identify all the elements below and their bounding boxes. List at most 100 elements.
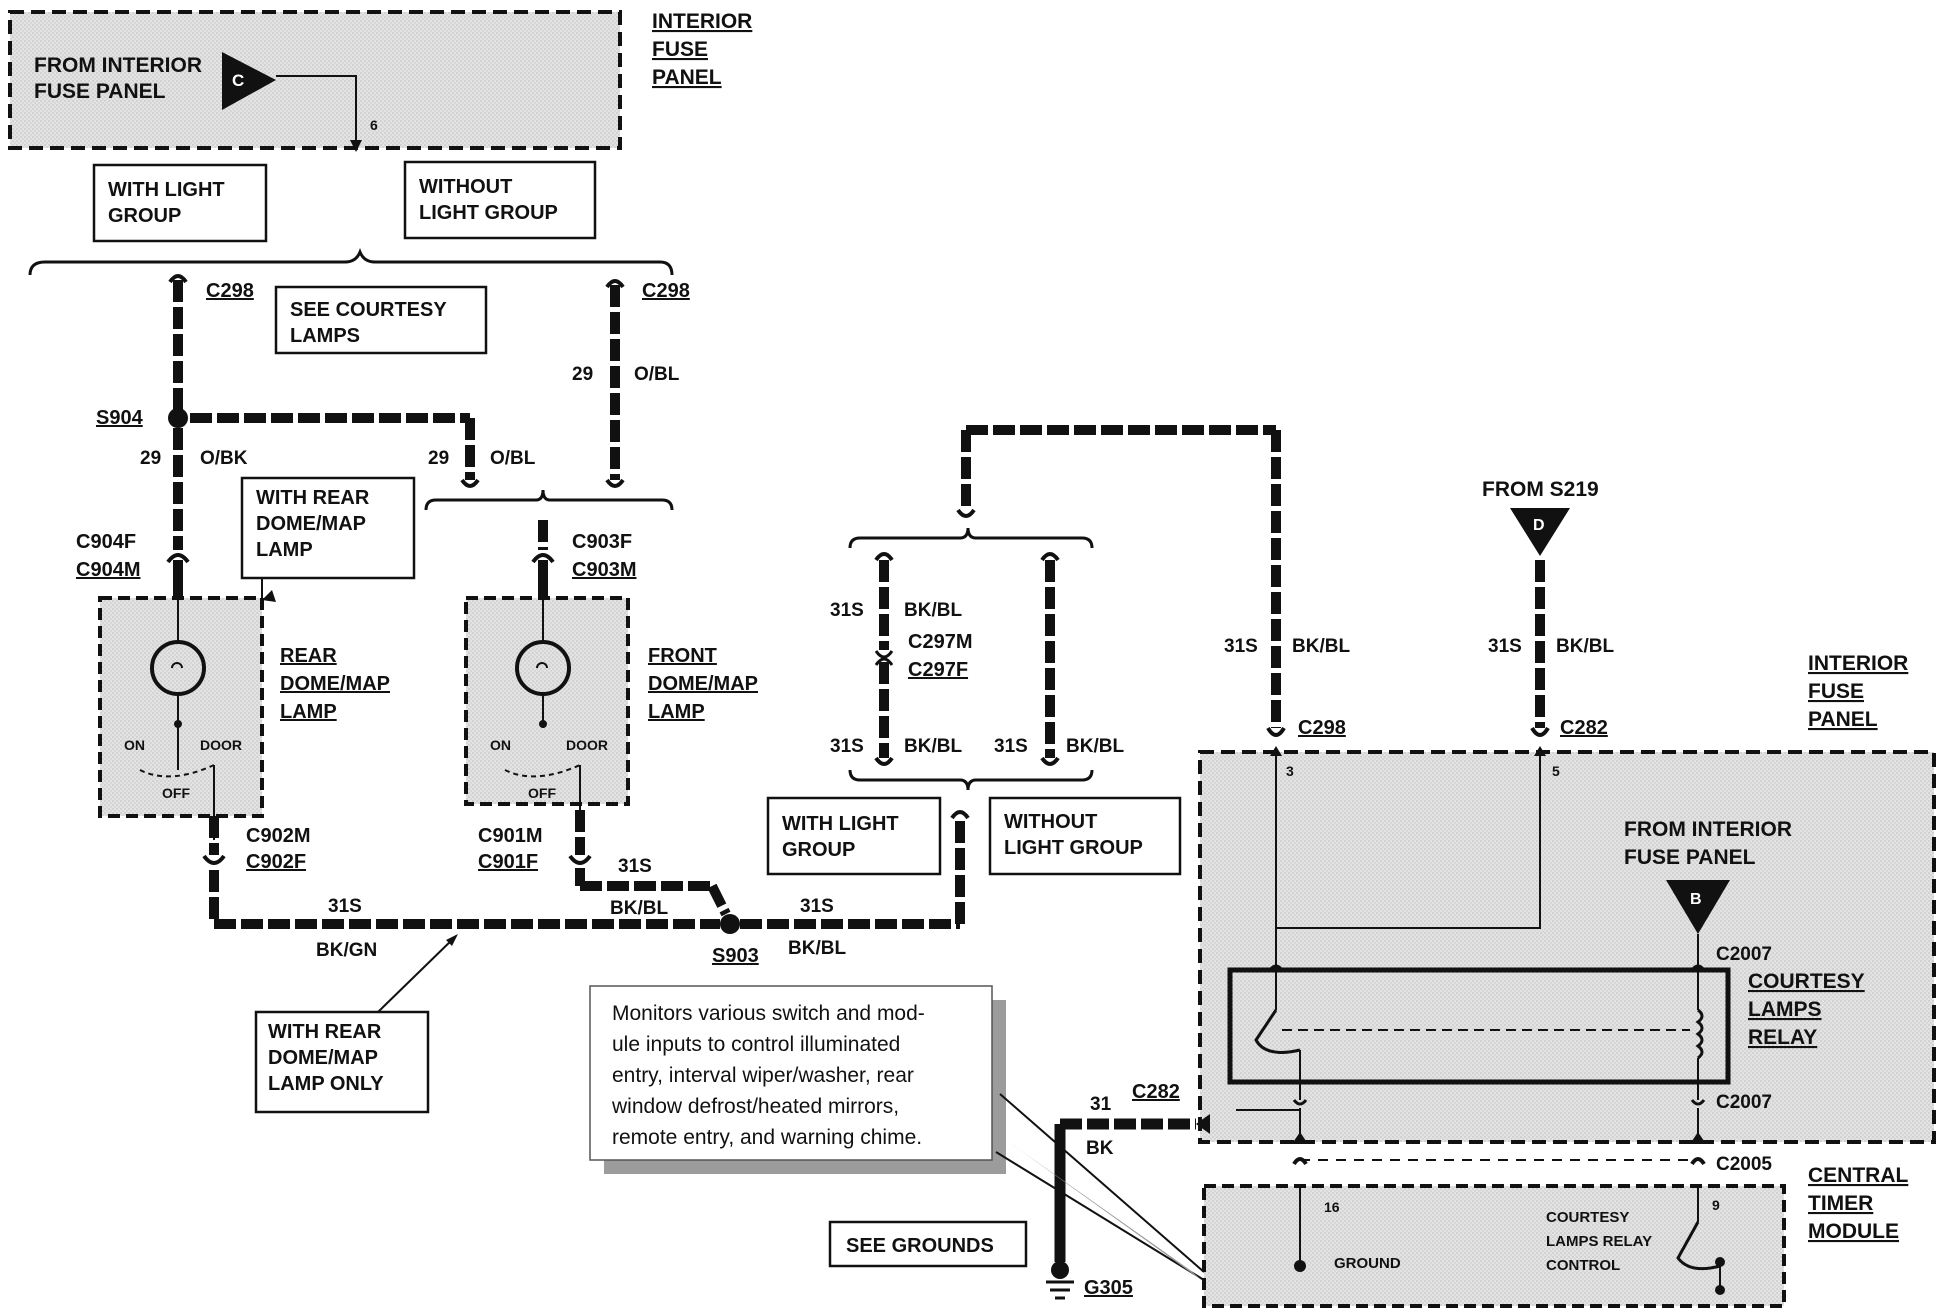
top-panel-title-1: INTERIOR xyxy=(652,10,752,33)
rear-lamp-1: REAR xyxy=(280,645,337,667)
c297f: C297F xyxy=(908,659,968,681)
rear-switch-on: ON xyxy=(124,737,145,753)
wire-29-obk: 29 xyxy=(140,448,161,469)
with-rear-dome-only-2: DOME/MAP xyxy=(268,1047,378,1069)
wire-bkbl-d: BK/BL xyxy=(904,736,962,757)
note-line-4: window defrost/heated mirrors, xyxy=(611,1095,899,1118)
connector-c-letter: C xyxy=(232,71,244,90)
wire-31s-e: 31S xyxy=(994,736,1028,757)
timer-control-3: CONTROL xyxy=(1546,1257,1620,1274)
without-light-group-top-2: LIGHT GROUP xyxy=(419,202,558,224)
wire-bkbl-a: BK/BL xyxy=(610,898,668,919)
c282-right: C282 xyxy=(1560,717,1608,739)
without-light-group-top-1: WITHOUT xyxy=(419,176,512,198)
pin-3: 3 xyxy=(1286,763,1294,779)
s903: S903 xyxy=(712,945,759,967)
c904m: C904M xyxy=(76,559,140,581)
wire-bkbl-g: BK/BL xyxy=(1556,636,1614,657)
note-line-1: Monitors various switch and mod- xyxy=(612,1002,925,1025)
c901f: C901F xyxy=(478,851,538,873)
wire-31s-d: 31S xyxy=(830,736,864,757)
front-lamp-box xyxy=(464,596,630,806)
s904: S904 xyxy=(96,407,144,429)
splice-s904 xyxy=(168,408,188,428)
ground-symbol xyxy=(1051,1261,1069,1279)
front-lamp-3: LAMP xyxy=(648,701,705,723)
rear-lamp-3: LAMP xyxy=(280,701,337,723)
with-light-group-mid-2: GROUP xyxy=(782,839,855,861)
see-grounds: SEE GROUNDS xyxy=(846,1235,994,1257)
wire-obl-top: O/BL xyxy=(634,364,680,385)
courtesy-lamps-relay xyxy=(1227,967,1731,1085)
front-switch-door: DOOR xyxy=(566,737,608,753)
wire-bkbl-e: BK/BL xyxy=(1066,736,1124,757)
top-fuse-panel xyxy=(8,10,622,150)
with-rear-dome-2: DOME/MAP xyxy=(256,513,366,535)
wire-31s-bkgn: 31S xyxy=(328,896,362,917)
wire-obk: O/BK xyxy=(200,448,248,469)
connector-c-arrow xyxy=(222,52,276,110)
splice-s903 xyxy=(720,914,740,934)
with-light-group-mid-1: WITH LIGHT xyxy=(782,813,899,835)
timer-title-1: CENTRAL xyxy=(1808,1164,1908,1187)
c903f: C903F xyxy=(572,531,632,553)
pin-5: 5 xyxy=(1552,763,1560,779)
timer-control-2: LAMPS RELAY xyxy=(1546,1233,1652,1250)
front-lamp-2: DOME/MAP xyxy=(648,673,758,695)
top-panel-title-3: PANEL xyxy=(652,66,722,89)
wire-bkgn: BK/GN xyxy=(316,940,377,961)
pin-9: 9 xyxy=(1712,1197,1720,1213)
g305: G305 xyxy=(1084,1277,1133,1299)
with-rear-dome-3: LAMP xyxy=(256,539,313,561)
from-s219: FROM S219 xyxy=(1482,478,1599,501)
wire-bkbl-b: BK/BL xyxy=(788,938,846,959)
front-switch-off: OFF xyxy=(528,785,556,801)
pin-6: 6 xyxy=(370,117,378,133)
top-panel-title-2: FUSE xyxy=(652,38,708,61)
right-fuse-panel xyxy=(1198,750,1936,1144)
note-line-2: ule inputs to control illuminated xyxy=(612,1033,900,1056)
with-rear-dome-only-3: LAMP ONLY xyxy=(268,1073,384,1095)
see-courtesy-1: SEE COURTESY xyxy=(290,299,447,321)
relay-2: LAMPS xyxy=(1748,998,1822,1021)
note-line-5: remote entry, and warning chime. xyxy=(612,1126,922,1149)
timer-title-3: MODULE xyxy=(1808,1220,1899,1243)
front-lamp-1: FRONT xyxy=(648,645,717,667)
connector-d-arrow xyxy=(1510,508,1570,556)
from-interior-top-line1: FROM INTERIOR xyxy=(34,54,202,77)
connector-d-letter: D xyxy=(1533,517,1545,534)
with-light-group-top-1: WITH LIGHT xyxy=(108,179,225,201)
rear-switch-off: OFF xyxy=(162,785,190,801)
wire-bkbl-c: BK/BL xyxy=(904,600,962,621)
timer-control-1: COURTESY xyxy=(1546,1209,1629,1226)
with-rear-dome-only-1: WITH REAR xyxy=(268,1021,382,1043)
c902m: C902M xyxy=(246,825,310,847)
c282-bottom: C282 xyxy=(1132,1081,1180,1103)
c2005: C2005 xyxy=(1716,1154,1772,1175)
note-box xyxy=(589,985,993,1161)
c297m: C297M xyxy=(908,631,972,653)
c298-left: C298 xyxy=(206,280,254,302)
wire-29-mid: 29 xyxy=(428,448,449,469)
c901m: C901M xyxy=(478,825,542,847)
c904f: C904F xyxy=(76,531,136,553)
right-panel-title-2: FUSE xyxy=(1808,680,1864,703)
with-light-group-top-2: GROUP xyxy=(108,205,181,227)
timer-ground: GROUND xyxy=(1334,1255,1401,1272)
with-rear-dome-1: WITH REAR xyxy=(256,487,370,509)
wire-31s-c: 31S xyxy=(830,600,864,621)
connector-b-arrow xyxy=(1666,880,1730,934)
c2007-top: C2007 xyxy=(1716,944,1772,965)
connector-b-letter: B xyxy=(1690,891,1702,908)
without-light-group-mid-1: WITHOUT xyxy=(1004,811,1097,833)
wire-31s-b: 31S xyxy=(800,896,834,917)
see-courtesy-2: LAMPS xyxy=(290,325,360,347)
rear-lamp-box xyxy=(98,596,264,818)
timer-title-2: TIMER xyxy=(1808,1192,1873,1215)
relay-3: RELAY xyxy=(1748,1026,1817,1049)
wire-31s-a: 31S xyxy=(618,856,652,877)
wire-bk: BK xyxy=(1086,1138,1114,1159)
rear-switch-door: DOOR xyxy=(200,737,242,753)
from-interior-top-line2: FUSE PANEL xyxy=(34,80,166,103)
